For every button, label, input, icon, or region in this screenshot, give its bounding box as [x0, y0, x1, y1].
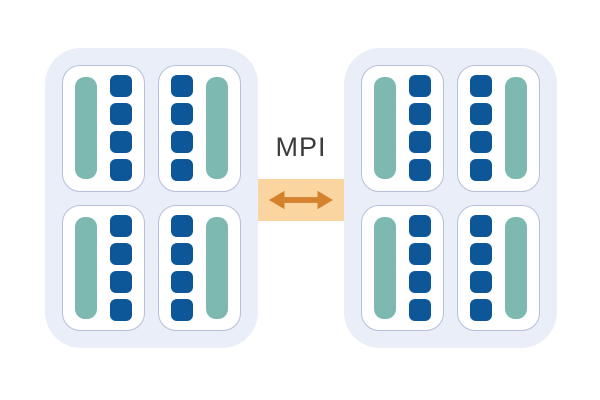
cpu-core-square — [171, 159, 194, 182]
cpu-core-square — [109, 214, 132, 237]
cpu-core-square — [109, 103, 132, 126]
mpi-label: MPI — [275, 132, 327, 162]
socket-card — [158, 65, 241, 192]
cpu-core-square — [408, 298, 431, 321]
core-column — [470, 75, 493, 182]
cpu-core-square — [171, 242, 194, 265]
core-column — [109, 214, 132, 321]
cpu-core-square — [470, 131, 493, 154]
cpu-core-square — [171, 298, 194, 321]
cpu-core-square — [408, 103, 431, 126]
core-column — [171, 75, 194, 182]
accelerator-bar — [374, 77, 397, 180]
cpu-core-square — [408, 131, 431, 154]
cpu-core-square — [470, 242, 493, 265]
cpu-core-square — [109, 131, 132, 154]
socket-card — [361, 204, 444, 331]
cpu-core-square — [470, 270, 493, 293]
cpu-core-square — [470, 159, 493, 182]
cpu-core-square — [109, 159, 132, 182]
accelerator-bar — [504, 216, 527, 319]
socket-card — [62, 65, 145, 192]
cpu-core-square — [408, 242, 431, 265]
cpu-core-square — [171, 214, 194, 237]
core-column — [408, 214, 431, 321]
core-column — [109, 75, 132, 182]
cpu-core-square — [109, 242, 132, 265]
mpi-connector-band — [258, 179, 344, 221]
accelerator-bar — [504, 77, 527, 180]
cpu-core-square — [109, 298, 132, 321]
accelerator-bar — [205, 216, 228, 319]
cpu-core-square — [109, 75, 132, 98]
socket-card — [457, 65, 540, 192]
cpu-core-square — [470, 103, 493, 126]
cpu-core-square — [470, 75, 493, 98]
compute-node-right — [344, 48, 557, 348]
socket-card — [62, 204, 145, 331]
cpu-core-square — [470, 214, 493, 237]
cpu-core-square — [171, 131, 194, 154]
cpu-core-square — [408, 75, 431, 98]
cpu-core-square — [408, 159, 431, 182]
socket-card — [158, 204, 241, 331]
accelerator-bar — [374, 216, 397, 319]
accelerator-bar — [75, 216, 98, 319]
cpu-core-square — [171, 103, 194, 126]
accelerator-bar — [205, 77, 228, 180]
core-column — [470, 214, 493, 321]
cpu-core-square — [408, 214, 431, 237]
compute-node-left — [45, 48, 258, 348]
cpu-core-square — [109, 270, 132, 293]
cpu-core-square — [171, 270, 194, 293]
core-column — [171, 214, 194, 321]
core-column — [408, 75, 431, 182]
cpu-core-square — [470, 298, 493, 321]
socket-card — [457, 204, 540, 331]
socket-card — [361, 65, 444, 192]
double-arrow-icon — [269, 190, 333, 210]
cpu-core-square — [171, 75, 194, 98]
cpu-core-square — [408, 270, 431, 293]
accelerator-bar — [75, 77, 98, 180]
